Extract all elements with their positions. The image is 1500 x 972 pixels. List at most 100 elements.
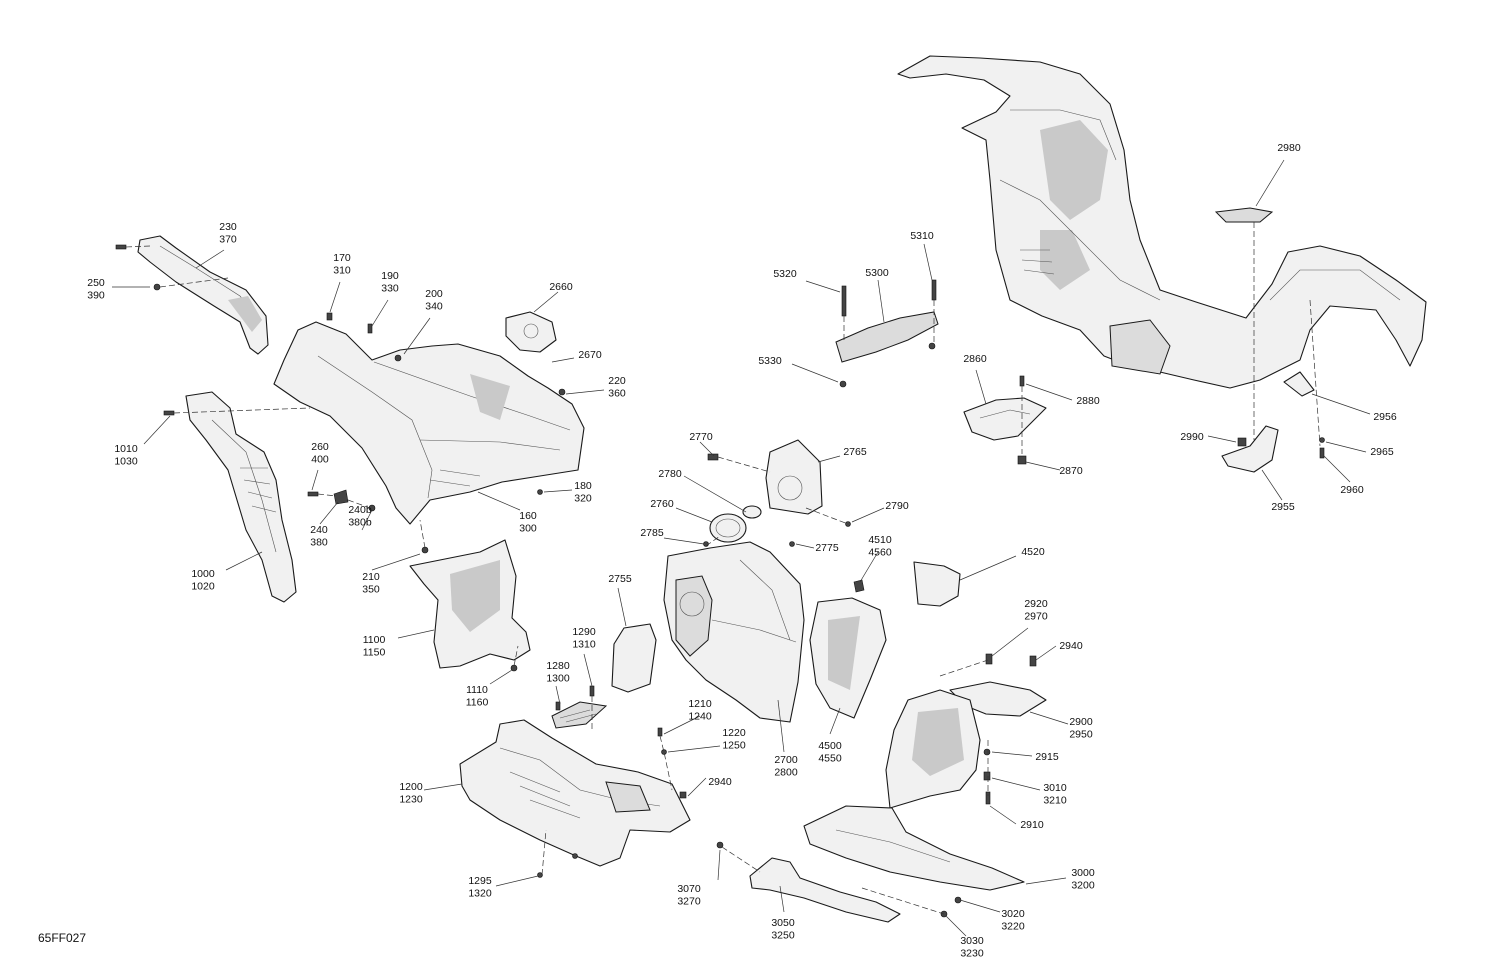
callout-2790: 2790: [885, 500, 909, 512]
callout-2915: 2915: [1035, 751, 1059, 763]
part-4500-side-panel: [809, 597, 887, 719]
callout-2770: 2770: [689, 431, 713, 443]
part-2955-bracket: [1221, 425, 1279, 473]
callout-line: 1220: [722, 727, 746, 739]
callout-line: 400: [311, 454, 329, 466]
callout-2956: 2956: [1373, 411, 1397, 423]
callout-line: 170: [333, 252, 351, 264]
callout-2990: 2990: [1180, 431, 1204, 443]
callout-line: 310: [333, 265, 351, 277]
callout-4520: 4520: [1021, 546, 1045, 558]
callout-2775: 2775: [815, 542, 839, 554]
part-3000-footrest: [803, 805, 1025, 891]
callout-line: 1030: [114, 456, 138, 468]
callout-2880: 2880: [1076, 395, 1100, 407]
callout-line: 230: [219, 221, 237, 233]
callout-line: 2900: [1069, 716, 1093, 728]
part-4520-flap: [913, 561, 961, 607]
callout-line: 260: [311, 441, 329, 453]
fasteners: [115, 244, 1325, 918]
callout-line: 350: [362, 584, 380, 596]
callout-line: 1290: [572, 626, 596, 638]
callout-2660: 2660: [549, 281, 573, 293]
callout-2870: 2870: [1059, 465, 1083, 477]
callout-2955: 2955: [1271, 501, 1295, 513]
callout-line: 2955: [1271, 501, 1295, 513]
callout-line: 200: [425, 288, 443, 300]
callout-5330: 5330: [758, 355, 782, 367]
callout-2940a: 2940: [708, 776, 732, 788]
callout-line: 1020: [191, 581, 215, 593]
callout-line: 1150: [363, 647, 386, 659]
part-1200-console-tray: [459, 719, 691, 867]
callout-2670: 2670: [578, 349, 602, 361]
callout-line: 360: [608, 388, 626, 400]
callout-line: 2960: [1340, 484, 1364, 496]
assembly-lines: [125, 222, 1321, 915]
part-1000-side-panel: [185, 391, 297, 603]
callout-line: 220: [608, 375, 626, 387]
callout-line: 3220: [1001, 921, 1025, 933]
callout-line: 2920: [1024, 598, 1048, 610]
callout-line: 3000: [1071, 867, 1095, 879]
callout-line: 2780: [658, 468, 682, 480]
callout-line: 3230: [960, 948, 984, 960]
callout-line: 5310: [910, 230, 934, 242]
callout-line: 2940: [1059, 640, 1083, 652]
callout-line: 2870: [1059, 465, 1083, 477]
callout-line: 2755: [608, 573, 632, 585]
callout-line: 240: [310, 524, 328, 536]
callout-2910: 2910: [1020, 819, 1044, 831]
callout-line: 2970: [1024, 611, 1048, 623]
callout-line: 4560: [868, 547, 892, 559]
callout-line: 2910: [1020, 819, 1044, 831]
part-1280-bracket: [551, 701, 608, 729]
callout-line: 2700: [774, 754, 798, 766]
callout-line: 2915: [1035, 751, 1059, 763]
callout-line: 300: [519, 523, 537, 535]
callout-line: 3270: [677, 896, 701, 908]
callout-line: 3070: [677, 883, 701, 895]
callout-2980: 2980: [1277, 142, 1301, 154]
part-2765-bracket: [765, 439, 823, 515]
callout-line: 1250: [722, 740, 746, 752]
callout-line: 3210: [1043, 795, 1067, 807]
callout-line: 320: [574, 493, 592, 505]
callout-line: 1320: [468, 888, 492, 900]
callout-line: 2956: [1373, 411, 1397, 423]
callout-line: 2880: [1076, 395, 1100, 407]
callout-line: 1295: [468, 875, 492, 887]
part-rear-lower-panel: [885, 689, 981, 809]
part-1100-lower-panel: [409, 539, 531, 669]
callout-line: 2940: [708, 776, 732, 788]
part-2660-cap: [505, 311, 557, 353]
callout-line: 1000: [191, 568, 215, 580]
callout-line: 1160: [466, 697, 489, 709]
callout-line: 210: [362, 571, 380, 583]
callout-line: 2950: [1069, 729, 1093, 741]
callout-2860: 2860: [963, 353, 987, 365]
callout-line: 4550: [818, 753, 842, 765]
callout-line: 5330: [758, 355, 782, 367]
callout-line: 1210: [688, 698, 712, 710]
callout-line: 1100: [363, 634, 386, 646]
